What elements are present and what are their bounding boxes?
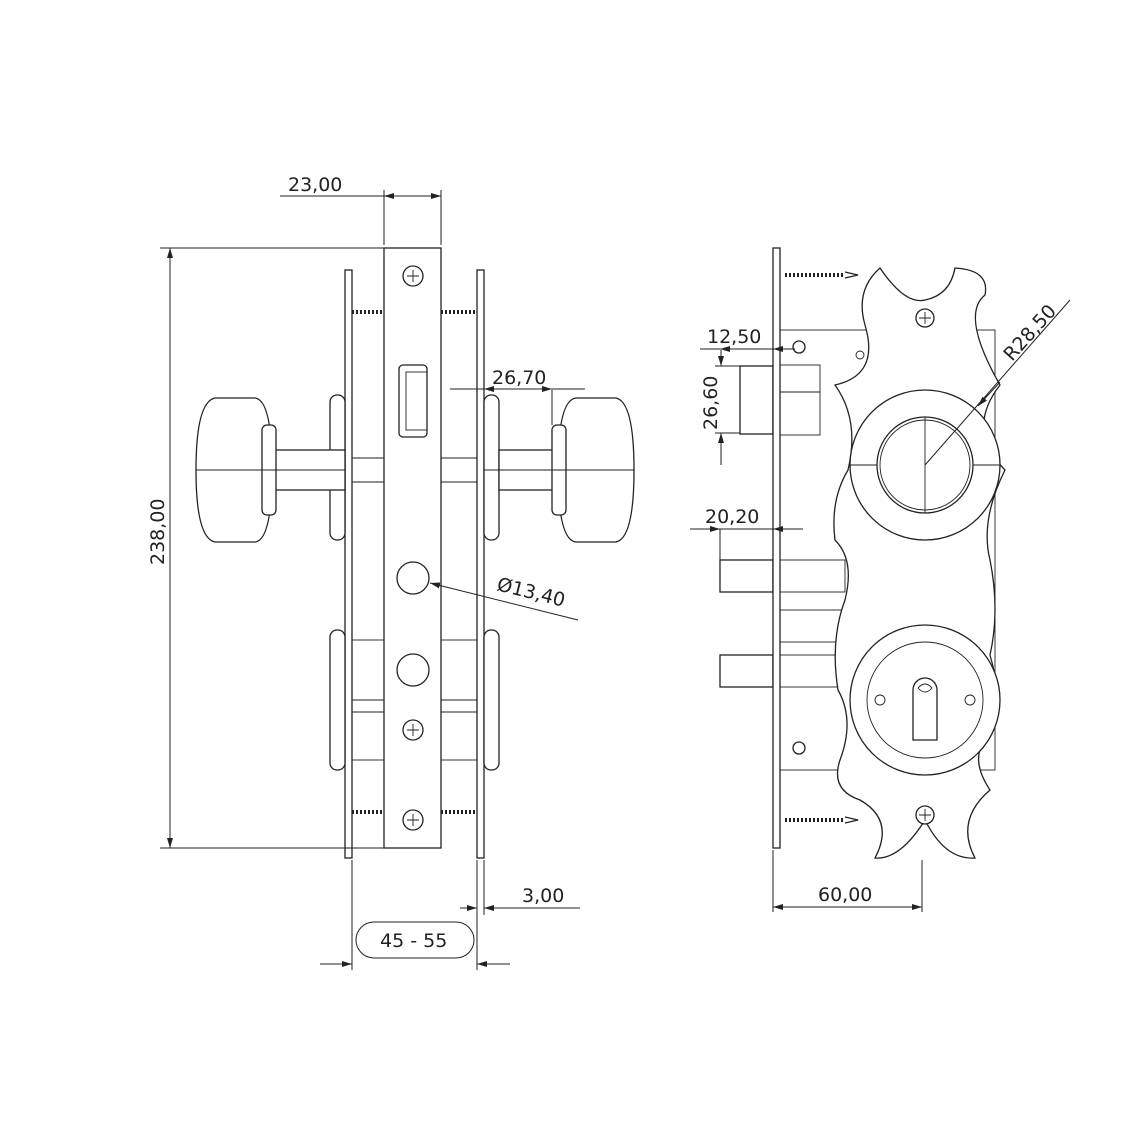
dim-backset: 60,00 [818,884,872,906]
side-faceplate [772,247,781,849]
dim-knob-offset: 26,70 [492,367,546,389]
screw-icon [792,741,806,755]
right-side-plate [476,269,485,859]
left-knob [195,397,345,543]
side-view [719,247,1006,859]
deadbolt-upper [719,559,774,593]
right-cylinder-rosette [483,629,500,771]
screw-icon [402,809,424,831]
faceplate [383,247,442,849]
keyhole-icon [912,677,938,741]
dim-total-height: 238,00 [147,499,169,565]
front-dimensions: 23,00 238,00 26,70 Ø13,40 3,00 45 - 55 [147,174,585,970]
right-knob [484,397,635,543]
dim-latch-height: 26,60 [700,376,722,430]
screw-icon [402,719,424,741]
left-side-plate [344,269,353,859]
dim-bolt-projection: 20,20 [705,506,759,528]
follower-hole [396,561,430,595]
dim-rosette-radius: R28,50 [999,300,1061,365]
latch-bolt [739,365,774,435]
door-thickness-box [355,921,475,959]
screw-icon [792,340,806,354]
front-view [195,247,635,859]
latch-opening [398,364,428,438]
dim-door-thickness: 45 - 55 [380,930,447,952]
screw-icon [915,805,935,825]
dim-hole-diameter: Ø13,40 [495,574,568,612]
dim-latch-projection: 12,50 [707,326,761,348]
dim-plate-thickness: 3,00 [522,885,564,907]
screw-icon [915,308,935,328]
deadbolt-lower [719,654,774,688]
dim-faceplate-width: 23,00 [288,174,342,196]
cylinder-hole [396,653,430,687]
screw-icon [402,265,424,287]
right-rosette [483,394,500,541]
left-cylinder-rosette [329,629,346,771]
